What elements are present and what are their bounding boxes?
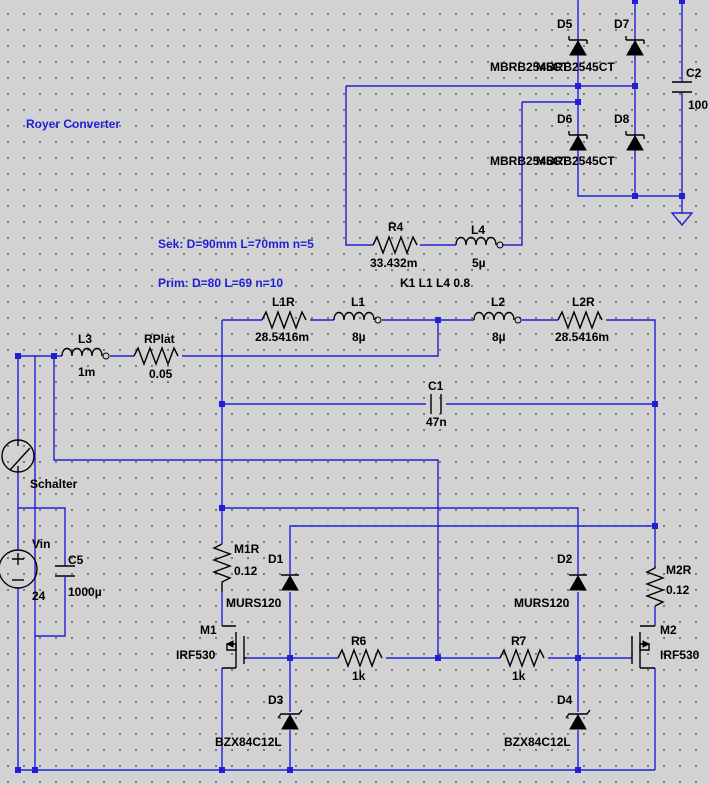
label-d2-name: D2: [557, 552, 573, 566]
voltage-source-vin-symbol[interactable]: [0, 549, 38, 589]
zener-d3-symbol[interactable]: [277, 709, 303, 730]
label-l1r-value: 28.5416m: [255, 330, 309, 344]
mosfet-m2-symbol[interactable]: [631, 625, 655, 669]
resistor-rplat-symbol[interactable]: [133, 346, 179, 366]
zener-d4-symbol[interactable]: [565, 709, 591, 730]
label-m2-value: IRF530: [660, 648, 700, 662]
label-m2-name: M2: [660, 623, 677, 637]
label-d7-name: D7: [614, 17, 630, 31]
label-d5-value: MBRB2545CT: [490, 60, 569, 74]
inductor-l3-symbol[interactable]: [61, 347, 110, 360]
label-r4-name: R4: [388, 220, 404, 234]
label-l4-value: 5µ: [472, 256, 486, 270]
label-c5-value: 1000µ: [68, 585, 102, 599]
label-r4-value: 33.432m: [370, 256, 417, 270]
label-d5-name: D5: [557, 17, 573, 31]
label-d7-value: MBRB2545CT: [536, 60, 615, 74]
label-m2r-name: M2R: [666, 563, 692, 577]
label-c2-name: C2: [686, 66, 702, 80]
label-l1r-name: L1R: [272, 295, 295, 309]
label-r6-value: 1k: [352, 669, 366, 683]
label-l3-name: L3: [78, 332, 92, 346]
capacitor-c5-symbol[interactable]: [55, 565, 75, 580]
label-m1r-name: M1R: [234, 542, 260, 556]
wires: [17, 0, 683, 771]
label-d6-name: D6: [557, 112, 573, 126]
label-d3-name: D3: [268, 693, 284, 707]
inductor-l1-symbol[interactable]: [333, 311, 382, 324]
label-l3-value: 1m: [78, 365, 95, 379]
label-vin-name: Vin: [32, 537, 50, 551]
junctions: [15, 0, 685, 773]
label-r7-name: R7: [511, 634, 527, 648]
label-vin-value: 24: [32, 589, 46, 603]
label-c1-name: C1: [428, 379, 444, 393]
label-d1-value: MURS120: [226, 596, 282, 610]
label-d3-value: BZX84C12L: [215, 735, 282, 749]
label-l2-value: 8µ: [492, 330, 506, 344]
label-m1-name: M1: [200, 623, 217, 637]
label-d8-name: D8: [614, 112, 630, 126]
label-c1-value: 47n: [426, 415, 447, 429]
resistor-r7-symbol[interactable]: [499, 648, 545, 668]
capacitor-c2-symbol[interactable]: [672, 81, 694, 93]
label-d4-value: BZX84C12L: [504, 735, 571, 749]
label-l2r-value: 28.5416m: [555, 330, 609, 344]
resistor-m2r-symbol[interactable]: [645, 566, 665, 607]
mosfet-m1-symbol[interactable]: [222, 625, 246, 669]
label-l1-value: 8µ: [352, 330, 366, 344]
label-d1-name: D1: [268, 552, 284, 566]
label-rplat-name: RPlat: [144, 332, 175, 346]
ground-symbol: [670, 212, 694, 227]
label-rplat-value: 0.05: [149, 367, 173, 381]
label-m2r-value: 0.12: [666, 583, 690, 597]
label-l2-name: L2: [491, 295, 505, 309]
diode-d5-symbol[interactable]: [568, 36, 588, 56]
resistor-r6-symbol[interactable]: [337, 648, 383, 668]
label-l2r-name: L2R: [572, 295, 595, 309]
inductor-l2-symbol[interactable]: [473, 311, 522, 324]
label-d8-value: MBRB2545CT: [536, 154, 615, 168]
resistor-r4-symbol[interactable]: [372, 235, 418, 255]
label-d4-name: D4: [557, 693, 573, 707]
label-m1-value: IRF530: [176, 648, 216, 662]
label-m1r-value: 0.12: [234, 564, 258, 578]
switch-schalter-symbol[interactable]: [1, 439, 35, 473]
resistor-l1r-symbol[interactable]: [261, 310, 307, 330]
note-prim: Prim: D=80 L=69 n=10: [158, 276, 283, 290]
coupling-directive: K1 L1 L4 0.8: [400, 276, 470, 290]
note-sek: Sek: D=90mm L=70mm n=5: [158, 237, 314, 251]
label-d2-value: MURS120: [514, 596, 570, 610]
inductor-l4-symbol[interactable]: [455, 236, 504, 249]
capacitor-c1-symbol[interactable]: [430, 394, 442, 414]
diode-d2-symbol[interactable]: [569, 574, 587, 591]
resistor-m1r-symbol[interactable]: [212, 540, 232, 592]
schematic-title: Royer Converter: [26, 117, 120, 131]
label-l1-name: L1: [351, 295, 365, 309]
label-c2-value: 100: [688, 98, 708, 112]
label-schalter: Schalter: [30, 477, 78, 491]
diode-d7-symbol[interactable]: [625, 36, 645, 56]
label-r7-value: 1k: [512, 669, 526, 683]
label-r6-name: R6: [351, 634, 367, 648]
diode-d6-symbol[interactable]: [568, 131, 588, 151]
label-d6-value: MBRB2545CT: [490, 154, 569, 168]
label-l4-name: L4: [471, 223, 485, 237]
diode-d1-symbol[interactable]: [281, 574, 299, 591]
label-c5-name: C5: [68, 553, 84, 567]
diode-d8-symbol[interactable]: [625, 131, 645, 151]
resistor-l2r-symbol[interactable]: [557, 310, 603, 330]
